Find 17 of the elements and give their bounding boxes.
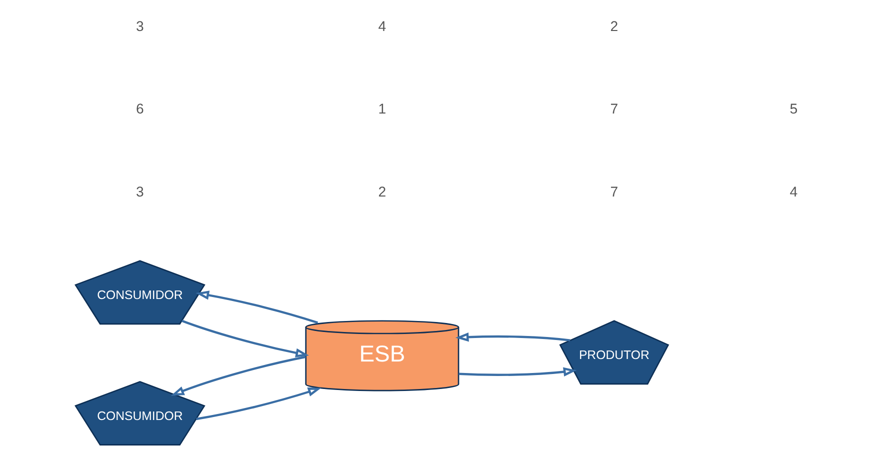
arrow [181, 320, 308, 358]
label: 3 [136, 184, 144, 200]
arrow [454, 332, 570, 342]
arrow [195, 290, 318, 324]
label: 2 [610, 18, 618, 34]
label: 4 [378, 18, 386, 34]
label: 3 [136, 18, 144, 34]
arrow [196, 388, 321, 420]
label: 5 [789, 100, 798, 117]
label: 4 [789, 184, 798, 200]
label: 7 [610, 184, 618, 200]
label: 2 [378, 184, 386, 200]
arrow [170, 356, 306, 396]
label: 6 [136, 100, 144, 117]
label: 1 [378, 100, 386, 117]
arrow [458, 367, 576, 376]
label: 7 [610, 100, 618, 117]
